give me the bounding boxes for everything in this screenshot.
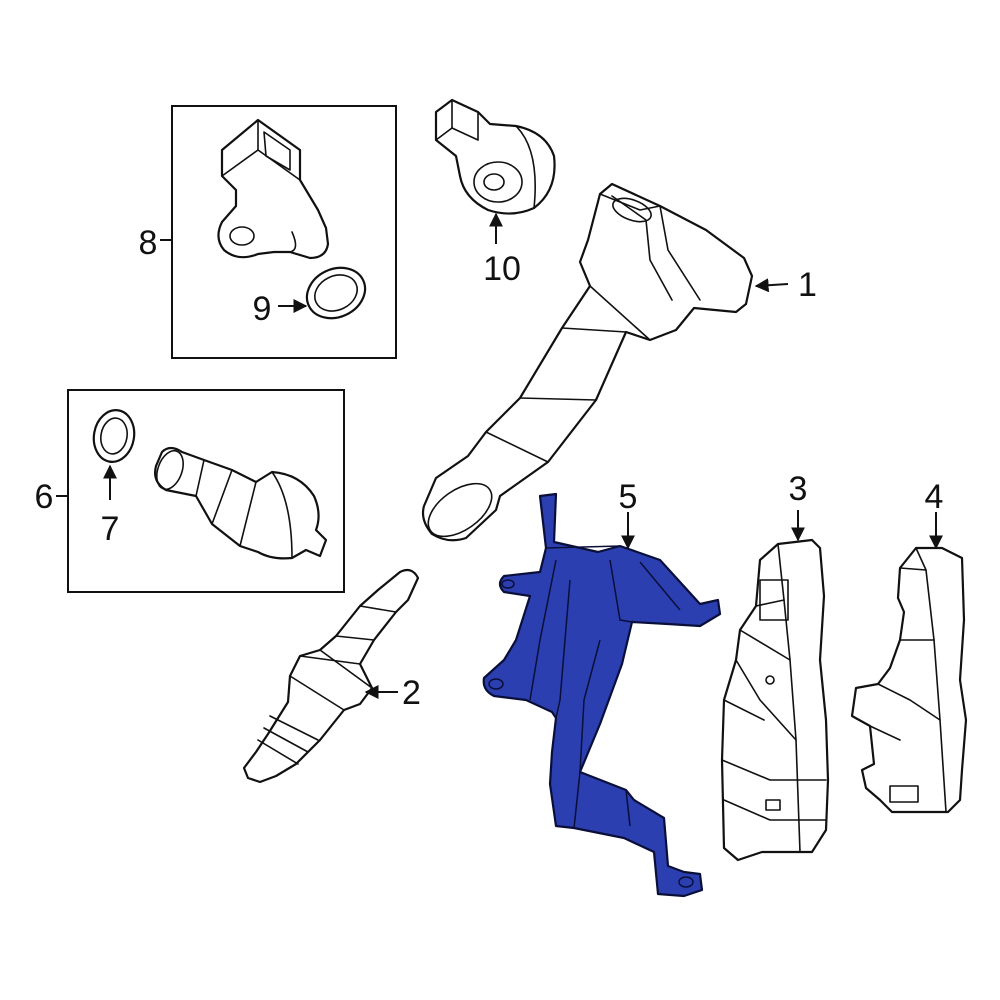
part-3-control-module[interactable] bbox=[720, 538, 830, 862]
part-6-sensor[interactable] bbox=[152, 446, 328, 560]
callout-2: 2 bbox=[402, 674, 421, 712]
group-box-8 bbox=[171, 105, 397, 359]
callout-9: 9 bbox=[253, 290, 272, 328]
callout-8: 8 bbox=[139, 224, 158, 262]
callout-5: 5 bbox=[619, 478, 638, 516]
callout-7: 7 bbox=[101, 510, 120, 548]
part-8-sensor[interactable] bbox=[217, 118, 330, 260]
leader-lines bbox=[56, 212, 943, 699]
callout-1: 1 bbox=[798, 266, 817, 304]
group-box-6 bbox=[67, 389, 345, 593]
callout-10: 10 bbox=[483, 250, 521, 288]
part-1-ignition-coil[interactable] bbox=[419, 182, 754, 547]
part-7-o-ring[interactable] bbox=[90, 407, 138, 465]
callout-6: 6 bbox=[35, 478, 54, 516]
part-9-o-ring[interactable] bbox=[299, 259, 374, 328]
callout-4: 4 bbox=[925, 478, 944, 516]
callout-3: 3 bbox=[789, 470, 808, 508]
part-10-knock-sensor[interactable] bbox=[434, 98, 556, 215]
part-2-spark-plug[interactable] bbox=[242, 568, 420, 784]
part-4-cover[interactable] bbox=[850, 546, 968, 814]
part-5-bracket[interactable] bbox=[482, 492, 722, 898]
